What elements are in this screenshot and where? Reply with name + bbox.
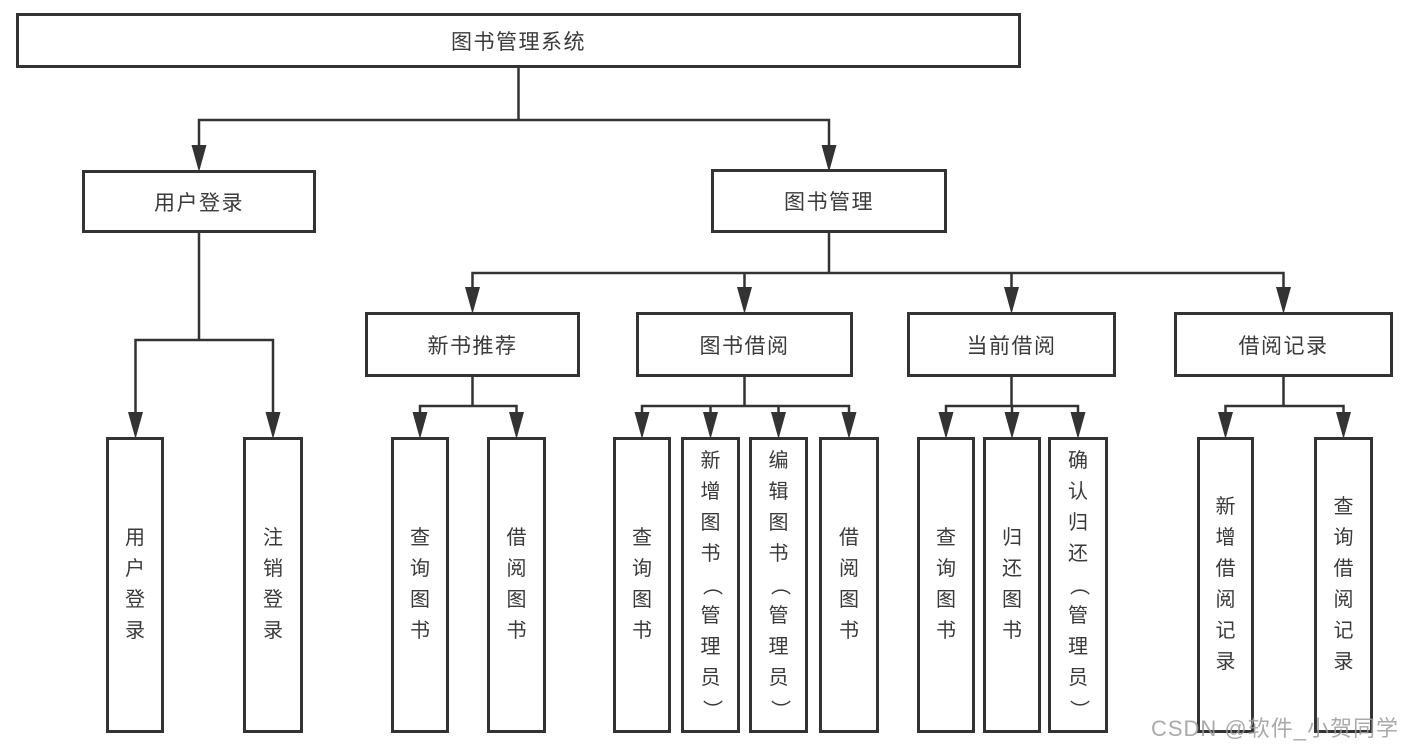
watermark: CSDN @软件_小贺同学 bbox=[1150, 716, 1399, 741]
arrowhead-icon bbox=[938, 412, 954, 439]
node-book-management: 图书管理 bbox=[711, 169, 947, 233]
connector bbox=[197, 118, 831, 152]
leaf-label: 查询图书 bbox=[632, 527, 652, 642]
arrowhead-icon bbox=[191, 145, 207, 172]
leaf-query-books: 查询图书 bbox=[391, 437, 449, 733]
leaf-label: 确认归还（管理员） bbox=[1067, 449, 1090, 720]
node-book-borrow: 图书借阅 bbox=[636, 312, 853, 377]
leaf-return-books: 归还图书 bbox=[983, 437, 1041, 733]
leaf-user-login: 用户登录 bbox=[106, 437, 164, 733]
leaf-edit-books-admin: 编辑图书（管理员） bbox=[749, 437, 808, 733]
leaf-label: 新增借阅记录 bbox=[1215, 496, 1236, 673]
leaf-add-borrow-record: 新增借阅记录 bbox=[1197, 437, 1254, 733]
connector bbox=[418, 404, 518, 422]
arrowhead-icon bbox=[1336, 412, 1351, 439]
leaf-label: 编辑图书（管理员） bbox=[768, 449, 790, 720]
arrowhead-icon bbox=[821, 145, 837, 172]
leaf-confirm-return-admin: 确认归还（管理员） bbox=[1048, 437, 1108, 733]
arrowhead-icon bbox=[737, 287, 752, 314]
leaf-label: 注销登录 bbox=[263, 527, 283, 642]
arrowhead-icon bbox=[412, 412, 428, 439]
leaf-label: 查询图书 bbox=[410, 527, 430, 642]
arrowhead-icon bbox=[841, 412, 857, 439]
arrowhead-icon bbox=[509, 412, 524, 439]
arrowhead-icon bbox=[465, 287, 480, 314]
connector bbox=[471, 271, 1285, 293]
connector bbox=[1224, 404, 1345, 422]
leaf-borrow-books: 借阅图书 bbox=[819, 437, 879, 733]
arrowhead-icon bbox=[634, 412, 650, 439]
leaf-label: 用户登录 bbox=[125, 527, 145, 642]
arrowhead-icon bbox=[1070, 412, 1086, 439]
leaf-query-borrow-record: 查询借阅记录 bbox=[1314, 437, 1373, 733]
arrowhead-icon bbox=[771, 412, 786, 439]
arrowhead-icon bbox=[1004, 412, 1020, 439]
leaf-label: 借阅图书 bbox=[506, 527, 527, 642]
leaf-borrow-books: 借阅图书 bbox=[487, 437, 546, 733]
arrowhead-icon bbox=[265, 412, 281, 439]
arrowhead-icon bbox=[1218, 412, 1233, 439]
leaf-query-books: 查询图书 bbox=[613, 437, 671, 733]
arrowhead-icon bbox=[1004, 287, 1019, 314]
leaf-label: 查询图书 bbox=[936, 527, 956, 642]
arrowhead-icon bbox=[703, 412, 718, 439]
leaf-logout: 注销登录 bbox=[243, 437, 303, 733]
node-new-book-recommend: 新书推荐 bbox=[365, 312, 580, 377]
node-root: 图书管理系统 bbox=[16, 13, 1021, 68]
node-user-login: 用户登录 bbox=[82, 170, 316, 233]
leaf-add-books-admin: 新增图书（管理员） bbox=[681, 437, 740, 733]
leaf-label: 归还图书 bbox=[1002, 527, 1022, 642]
leaf-label: 新增图书（管理员） bbox=[700, 449, 722, 720]
arrowhead-icon bbox=[1276, 287, 1291, 314]
node-borrow-record: 借阅记录 bbox=[1174, 312, 1393, 377]
connector bbox=[640, 404, 851, 422]
connector bbox=[134, 338, 275, 420]
leaf-label: 查询借阅记录 bbox=[1333, 496, 1354, 673]
arrowhead-icon bbox=[128, 412, 143, 439]
node-current-borrow: 当前借阅 bbox=[907, 312, 1116, 377]
leaf-label: 借阅图书 bbox=[839, 527, 859, 642]
leaf-query-books: 查询图书 bbox=[917, 437, 975, 733]
